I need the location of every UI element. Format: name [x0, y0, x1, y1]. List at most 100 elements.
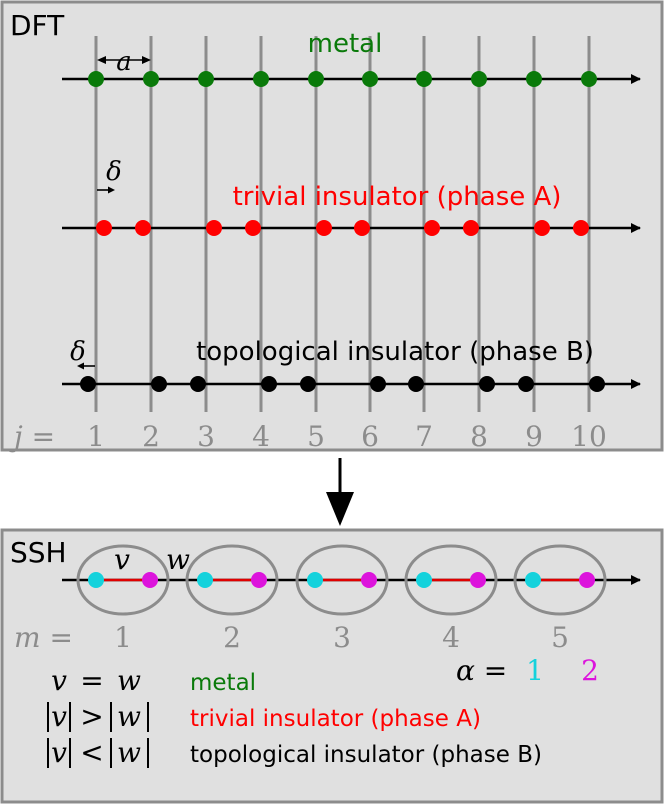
topological-atom — [300, 376, 316, 392]
unit-cell — [295, 544, 389, 616]
metal-atom — [308, 71, 324, 87]
legend-phase-text: metal — [190, 670, 256, 696]
metal-chain — [62, 71, 641, 87]
topological-delta-arrow-head — [77, 362, 84, 370]
j-tick-label: 7 — [415, 420, 433, 453]
topological-atom — [518, 376, 534, 392]
topological-atom — [151, 376, 167, 392]
dft-panel-background — [0, 0, 664, 452]
metal-atom — [253, 71, 269, 87]
dft-chains — [62, 71, 641, 392]
m-tick-label: 1 — [114, 621, 132, 654]
metal-atom — [581, 71, 597, 87]
metal-atom — [526, 71, 542, 87]
dft-panel-title: DFT — [10, 9, 65, 42]
unit-cell — [185, 544, 279, 616]
legend-math-right: w — [117, 700, 141, 733]
legend-relation: < — [80, 736, 103, 769]
trivial-atom — [245, 220, 261, 236]
topological-atom — [80, 376, 96, 392]
v-hopping-label: v — [114, 543, 130, 576]
trivial-delta-label: δ — [106, 157, 122, 187]
dft-annotations: a δ δ — [70, 47, 151, 370]
unit-cell-ellipse — [185, 544, 279, 616]
trivial-atom — [424, 220, 440, 236]
trivial-atom — [206, 220, 222, 236]
j-tick-label: 6 — [361, 420, 379, 453]
m-tick-label: 5 — [551, 621, 569, 654]
trivial-chain — [62, 220, 641, 236]
ssh-unit-cells — [62, 544, 641, 616]
metal-atom — [143, 71, 159, 87]
trivial-chain-label: trivial insulator (phase A) — [233, 182, 562, 212]
legend-relation: = — [80, 664, 103, 697]
j-tick-label: 1 — [87, 420, 105, 453]
spacing-arrow-right-head — [142, 56, 151, 64]
j-tick-label: 3 — [197, 420, 215, 453]
trivial-atom — [96, 220, 112, 236]
unit-cell — [404, 544, 498, 616]
legend-phase-text: topological insulator (phase B) — [190, 742, 542, 768]
site-alpha-1 — [307, 572, 323, 588]
trivial-atom — [534, 220, 550, 236]
dft-to-ssh-arrow — [326, 458, 354, 526]
topological-atom — [261, 376, 277, 392]
alpha-label: α = — [456, 654, 507, 687]
j-axis-label: j = — [8, 420, 55, 453]
j-tick-label: 9 — [525, 420, 543, 453]
dft-grid-lines — [94, 36, 591, 412]
site-alpha-1 — [525, 572, 541, 588]
j-tick-label: 8 — [470, 420, 488, 453]
metal-atom — [471, 71, 487, 87]
metal-atom — [362, 71, 378, 87]
unit-cell-ellipse — [76, 544, 170, 616]
spacing-label: a — [116, 47, 132, 77]
trivial-atom — [354, 220, 370, 236]
unit-cell-ellipse — [513, 544, 607, 616]
legend-math-left: v — [51, 664, 67, 697]
w-hopping-label: w — [166, 543, 190, 576]
alpha-value-1: 1 — [526, 654, 544, 687]
spacing-arrow-left-head — [97, 56, 106, 64]
site-alpha-2 — [579, 572, 595, 588]
unit-cell-ellipse — [295, 544, 389, 616]
trivial-atom — [463, 220, 479, 236]
m-tick-label: 3 — [333, 621, 351, 654]
topological-atom — [408, 376, 424, 392]
site-alpha-1 — [416, 572, 432, 588]
site-alpha-2 — [361, 572, 377, 588]
j-tick-label: 10 — [571, 420, 607, 453]
trivial-atom — [316, 220, 332, 236]
m-tick-label: 2 — [223, 621, 241, 654]
m-tick-label: 4 — [442, 621, 460, 654]
topological-chain-label: topological insulator (phase B) — [196, 337, 594, 367]
dft-panel: DFT aδδ metal trivial insulator (phase A… — [0, 0, 664, 453]
trivial-atom — [573, 220, 589, 236]
j-tick-label: 4 — [252, 420, 270, 453]
metal-atom — [416, 71, 432, 87]
topological-atom — [370, 376, 386, 392]
metal-atom — [88, 71, 104, 87]
topological-chain — [62, 376, 641, 392]
topological-atom — [589, 376, 605, 392]
alpha-legend: α = 1 2 — [456, 654, 599, 687]
legend-math-right: w — [117, 736, 141, 769]
alpha-value-2: 2 — [581, 654, 599, 687]
site-alpha-1 — [88, 572, 104, 588]
legend-math-left: v — [51, 736, 67, 769]
topological-delta-label: δ — [70, 337, 86, 367]
site-alpha-2 — [251, 572, 267, 588]
trivial-delta-arrow-head — [108, 186, 115, 194]
legend-relation: > — [80, 700, 103, 733]
m-axis-label: m = — [14, 621, 73, 654]
topological-atom — [479, 376, 495, 392]
site-alpha-1 — [197, 572, 213, 588]
phase-legend-row: v < w topological insulator (phase B) — [47, 736, 542, 769]
site-alpha-2 — [142, 572, 158, 588]
j-tick-label: 5 — [307, 420, 325, 453]
unit-cell-ellipse — [404, 544, 498, 616]
